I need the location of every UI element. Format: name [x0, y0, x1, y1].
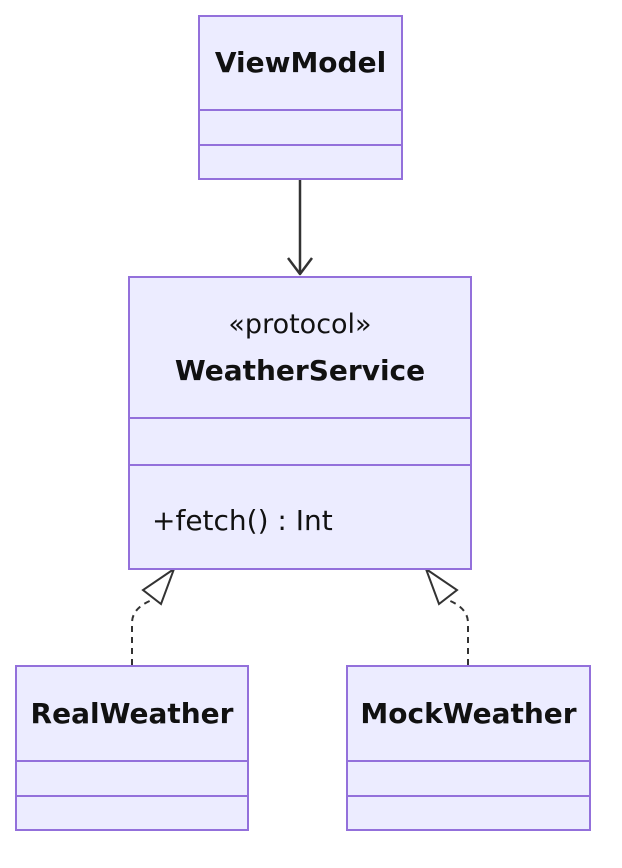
- class-realweather-name: RealWeather: [30, 696, 234, 730]
- class-viewmodel-attributes: [200, 111, 401, 146]
- class-mockweather-name: MockWeather: [360, 696, 577, 730]
- class-viewmodel-methods: [200, 146, 401, 178]
- class-realweather-header: RealWeather: [17, 667, 247, 762]
- class-realweather[interactable]: RealWeather: [15, 665, 249, 831]
- class-realweather-methods: [17, 797, 247, 829]
- realization-triangle-mockweather: [423, 566, 459, 606]
- class-mockweather-header: MockWeather: [348, 667, 589, 762]
- class-weatherservice-attributes: [130, 419, 470, 466]
- class-mockweather[interactable]: MockWeather: [346, 665, 591, 831]
- class-mockweather-methods: [348, 797, 589, 829]
- class-viewmodel-header: ViewModel: [200, 17, 401, 111]
- class-mockweather-attributes: [348, 762, 589, 797]
- method-fetch: +fetch() : Int: [152, 504, 333, 537]
- class-viewmodel-name: ViewModel: [214, 46, 387, 79]
- class-realweather-attributes: [17, 762, 247, 797]
- realization-line-realweather: [131, 599, 153, 665]
- class-viewmodel[interactable]: ViewModel: [198, 15, 403, 180]
- class-weatherservice[interactable]: «protocol» WeatherService +fetch() : Int: [128, 276, 472, 570]
- association-arrowhead: [287, 257, 313, 276]
- class-weatherservice-stereotype: «protocol»: [228, 308, 372, 340]
- class-weatherservice-methods: +fetch() : Int: [130, 466, 470, 568]
- class-weatherservice-header: «protocol» WeatherService: [130, 278, 470, 419]
- class-weatherservice-name: WeatherService: [174, 353, 426, 387]
- realization-line-mockweather: [447, 599, 469, 665]
- realization-triangle-realweather: [141, 566, 177, 606]
